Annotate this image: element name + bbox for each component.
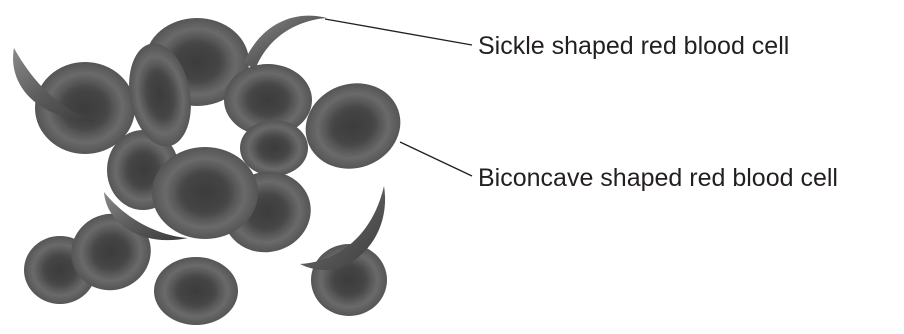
sickle-cell-label: Sickle shaped red blood cell xyxy=(478,34,789,59)
biconcave-cell xyxy=(152,147,258,239)
sickle-cell xyxy=(244,16,327,70)
biconcave-cell xyxy=(294,70,413,182)
biconcave-cell xyxy=(154,257,238,325)
biconcave-cell-label: Biconcave shaped red blood cell xyxy=(478,166,838,191)
sickle-leader-line xyxy=(325,19,472,45)
biconcave-cell xyxy=(240,120,308,176)
biconcave-leader-line xyxy=(400,142,472,176)
